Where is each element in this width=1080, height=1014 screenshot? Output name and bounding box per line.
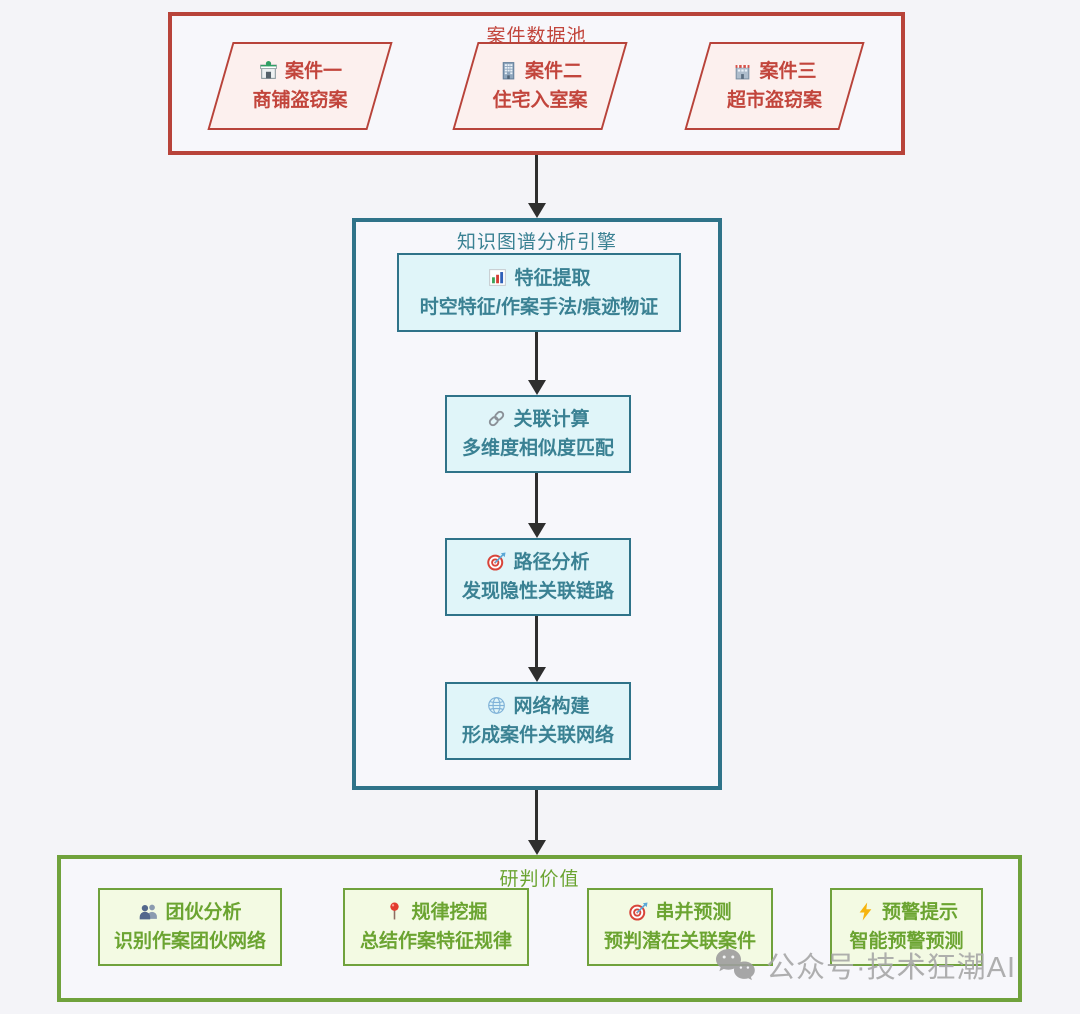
node-series-prediction: 串并预测 预判潜在关联案件 xyxy=(587,888,773,966)
bar-chart-icon xyxy=(487,267,508,288)
group-title-value: 研判价值 xyxy=(499,869,580,890)
node-subtitle: 超市盗窃案 xyxy=(726,90,822,111)
node-title: 案件二 xyxy=(524,61,582,82)
node-case-2: 案件二 住宅入室案 xyxy=(452,42,628,130)
group-title-cases: 案件数据池 xyxy=(486,26,587,47)
node-title: 案件三 xyxy=(759,61,817,82)
target-icon xyxy=(486,551,507,572)
node-title: 团伙分析 xyxy=(165,902,242,923)
node-subtitle: 多维度相似度匹配 xyxy=(461,438,614,459)
node-subtitle: 住宅入室案 xyxy=(492,90,588,111)
node-warning-alert: 预警提示 智能预警预测 xyxy=(830,888,983,966)
office-building-icon xyxy=(498,60,519,81)
group-analysis-engine: 知识图谱分析引擎 特征提取 时空特征/作案手法/痕迹物证 关联计算 多维度相似度… xyxy=(352,218,722,790)
flow-arrow-head xyxy=(528,380,546,395)
node-subtitle: 识别作案团伙网络 xyxy=(113,931,266,952)
flow-arrow-line xyxy=(535,616,538,668)
node-feature-extraction: 特征提取 时空特征/作案手法/痕迹物证 xyxy=(397,253,681,332)
flow-arrow-head xyxy=(528,523,546,538)
node-subtitle: 预判潜在关联案件 xyxy=(603,931,756,952)
node-case-1: 案件一 商铺盗窃案 xyxy=(207,42,393,130)
node-title: 规律挖掘 xyxy=(411,902,488,923)
globe-icon xyxy=(486,695,507,716)
node-title: 关联计算 xyxy=(513,409,590,430)
flow-arrow-head xyxy=(528,667,546,682)
link-icon xyxy=(486,408,507,429)
node-subtitle: 时空特征/作案手法/痕迹物证 xyxy=(419,296,659,318)
flow-arrow-line xyxy=(535,473,538,524)
node-title: 串并预测 xyxy=(655,902,732,923)
node-subtitle: 形成案件关联网络 xyxy=(461,725,614,746)
node-title: 案件一 xyxy=(284,61,342,82)
store-icon xyxy=(258,60,279,81)
node-association-computation: 关联计算 多维度相似度匹配 xyxy=(445,395,631,473)
node-title: 特征提取 xyxy=(514,267,591,289)
node-pattern-mining: 规律挖掘 总结作案特征规律 xyxy=(343,888,529,966)
node-path-analysis: 路径分析 发现隐性关联链路 xyxy=(445,538,631,616)
watermark-text: 公众号·技术狂潮AI xyxy=(766,952,1017,984)
node-gang-analysis: 团伙分析 识别作案团伙网络 xyxy=(98,888,282,966)
flow-arrow-head xyxy=(528,203,546,218)
pushpin-icon xyxy=(384,901,405,922)
node-network-construction: 网络构建 形成案件关联网络 xyxy=(445,682,631,760)
watermark: 公众号·技术狂潮AI xyxy=(712,942,1016,988)
target-icon xyxy=(628,901,649,922)
department-store-icon xyxy=(732,60,753,81)
people-icon xyxy=(138,901,159,922)
wechat-icon xyxy=(712,942,758,988)
node-subtitle: 总结作案特征规律 xyxy=(359,931,512,952)
node-case-3: 案件三 超市盗窃案 xyxy=(684,42,865,130)
group-case-data-pool: 案件数据池 案件一 商铺盗窃案 案件二 住宅入室案 案件三 超市盗窃案 xyxy=(168,12,905,155)
flow-arrow-line xyxy=(535,332,538,381)
node-subtitle: 商铺盗窃案 xyxy=(252,90,348,111)
node-subtitle: 智能预警预测 xyxy=(849,931,964,952)
flow-arrow-head xyxy=(528,840,546,855)
node-title: 网络构建 xyxy=(513,696,590,717)
group-analysis-value: 研判价值 团伙分析 识别作案团伙网络 规律挖掘 总结作案特征规律 串并预测 预判… xyxy=(57,855,1022,1002)
lightning-icon xyxy=(855,901,876,922)
node-title: 路径分析 xyxy=(513,552,590,573)
flow-arrow-line xyxy=(535,155,538,205)
node-title: 预警提示 xyxy=(881,902,958,923)
node-subtitle: 发现隐性关联链路 xyxy=(461,581,614,602)
flow-arrow-line xyxy=(535,790,538,841)
group-title-engine: 知识图谱分析引擎 xyxy=(456,232,617,253)
